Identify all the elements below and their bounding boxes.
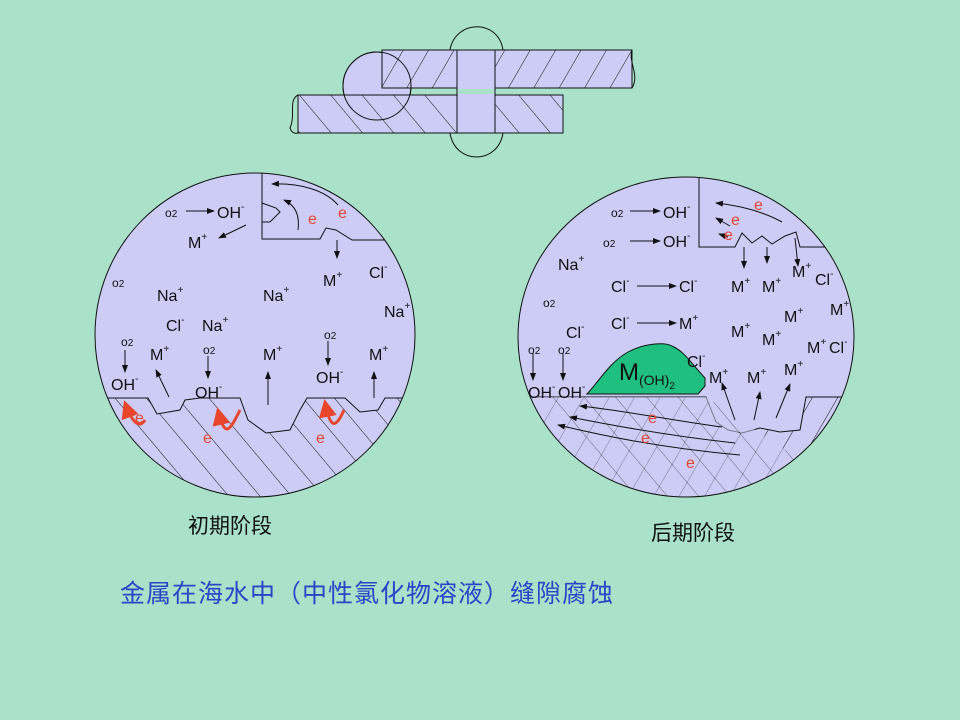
ion-label: Cl- [369, 262, 387, 282]
ion-label: M+ [679, 313, 698, 333]
ion-label: Na+ [157, 285, 183, 305]
ion-label: M+ [263, 344, 282, 364]
initial-stage-title: 初期阶段 [188, 514, 272, 538]
ion-label: OH- [558, 382, 585, 402]
ion-label: o2 [558, 343, 571, 357]
ion-label: OH- [217, 202, 244, 222]
ion-label: M+ [762, 329, 781, 349]
ion-label: o2 [324, 328, 337, 342]
caption: 金属在海水中（中性氯化物溶液）缝隙腐蚀 [120, 579, 615, 608]
ion-label: o2 [528, 343, 541, 357]
ion-label: Cl- [611, 276, 629, 296]
ion-label: Cl- [611, 313, 629, 333]
ion-label: M+ [188, 232, 207, 252]
ion-label: Cl- [687, 351, 705, 371]
ion-label: o2 [611, 206, 624, 220]
ion-label: OH- [316, 367, 343, 387]
ion-label: Cl- [566, 322, 584, 342]
ion-label: M+ [323, 270, 342, 290]
late-stage-circle [517, 176, 855, 498]
ion-label: M+ [731, 276, 750, 296]
electron-label: e [641, 430, 650, 447]
ion-label: Cl- [679, 276, 697, 296]
electron-label: e [203, 430, 212, 447]
ion-label: OH- [663, 231, 690, 251]
electron-label: e [731, 212, 740, 229]
ion-label: Na+ [202, 315, 228, 335]
initial-stage-circle [94, 172, 416, 498]
ion-label: M+ [762, 276, 781, 296]
ion-label: Cl- [829, 337, 847, 357]
ion-label: o2 [165, 206, 178, 220]
hydroxide-deposit [585, 343, 706, 395]
electron-label: e [724, 227, 733, 244]
ion-label: M+ [369, 344, 388, 364]
ion-label: M+ [709, 367, 728, 387]
deposit-label: M(OH)2 [619, 359, 675, 392]
ion-label: Na+ [384, 301, 410, 321]
electron-label: e [648, 410, 657, 427]
electron-label: e [308, 211, 317, 228]
late-stage-title: 后期阶段 [651, 521, 735, 545]
ion-label: Cl- [815, 269, 833, 289]
ion-label: o2 [603, 236, 616, 250]
ion-label: M+ [747, 367, 766, 387]
ion-label: OH- [528, 382, 555, 402]
electron-label: e [754, 197, 763, 214]
ion-label: OH- [111, 374, 138, 394]
ion-label: OH- [195, 382, 222, 402]
ion-label: M+ [830, 299, 849, 319]
ion-label: M+ [807, 337, 826, 357]
ion-label: o2 [543, 296, 556, 310]
ion-label: M+ [792, 261, 811, 281]
ion-label: o2 [203, 343, 216, 357]
ion-label: o2 [121, 335, 134, 349]
ion-label: M+ [731, 321, 750, 341]
ion-label: M+ [150, 344, 169, 364]
ion-label: Na+ [558, 254, 584, 274]
electron-label: e [338, 205, 347, 222]
ion-label: M+ [784, 306, 803, 326]
ion-label: Cl- [166, 315, 184, 335]
riveted-joint-drawing [289, 26, 636, 158]
electron-label: e [135, 410, 144, 427]
electron-label: e [316, 430, 325, 447]
ion-label: o2 [112, 276, 125, 290]
electron-label: e [686, 455, 695, 472]
ion-label: Na+ [263, 285, 289, 305]
ion-label: M+ [784, 359, 803, 379]
ion-label: OH- [663, 202, 690, 222]
